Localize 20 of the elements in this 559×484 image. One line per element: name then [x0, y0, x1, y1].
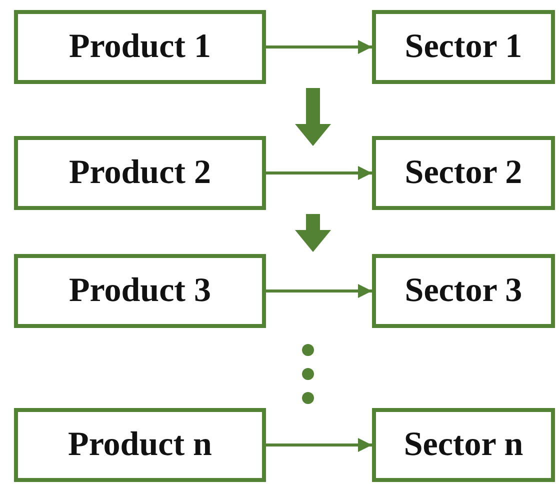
arrow [266, 166, 372, 180]
process-box [14, 408, 266, 482]
process-box [14, 136, 266, 210]
arrow [266, 40, 372, 54]
box-label: Product 3 [69, 272, 211, 310]
box-label: Sector 1 [404, 28, 522, 66]
process-box [372, 254, 555, 328]
process-box [372, 136, 555, 210]
arrow [266, 438, 372, 452]
box-label: Sector 2 [404, 154, 522, 192]
process-box [372, 408, 555, 482]
process-box [14, 10, 266, 84]
process-box [372, 10, 555, 84]
box-label: Product 2 [69, 154, 211, 192]
box-label: Sector 3 [404, 272, 522, 310]
box-label: Product n [68, 426, 212, 464]
arrow [266, 284, 372, 298]
box-label: Sector n [404, 426, 524, 464]
box-label: Product 1 [69, 28, 211, 66]
process-box [14, 254, 266, 328]
